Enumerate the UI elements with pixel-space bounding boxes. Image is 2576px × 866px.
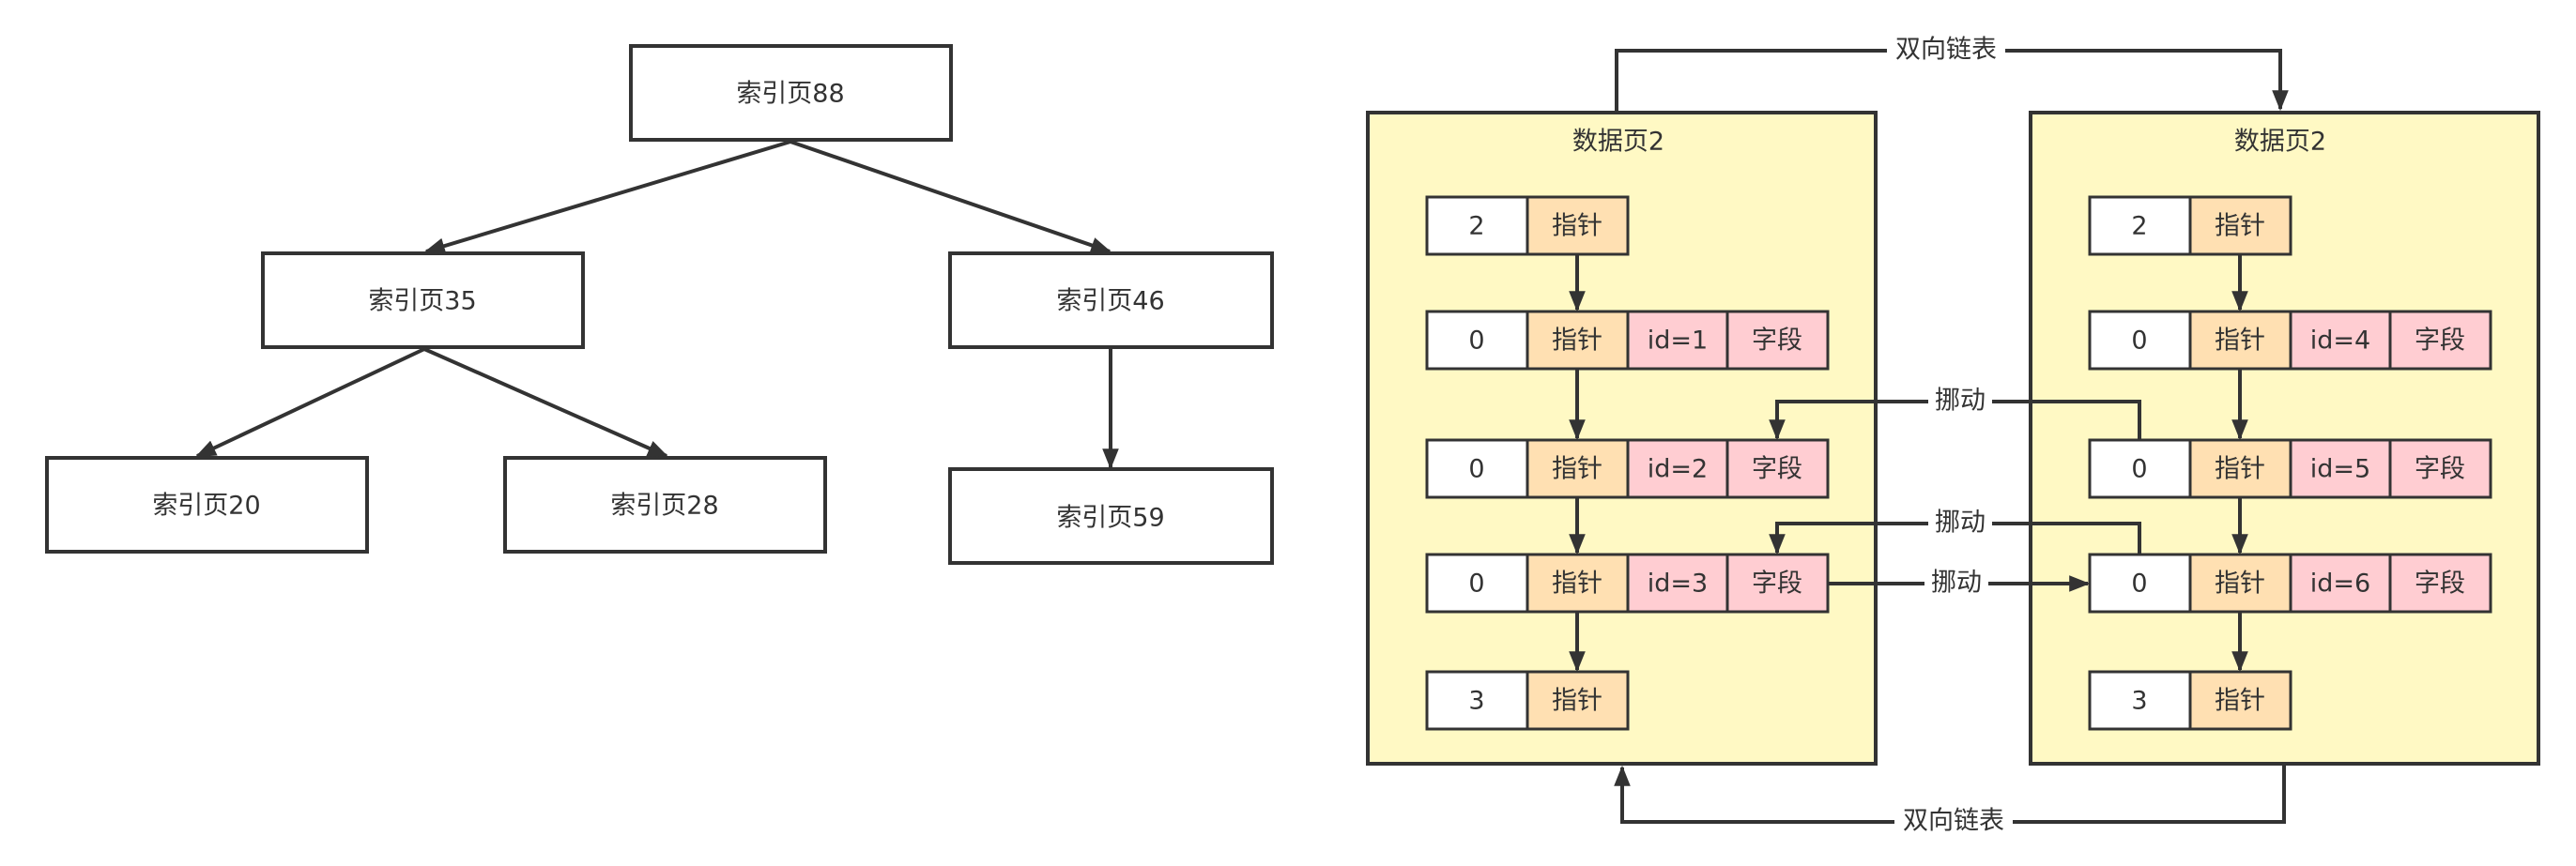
- page-footer-num: [2088, 670, 2192, 731]
- record-pointer-text: 指针: [1552, 570, 1602, 599]
- record-pointer: [1526, 438, 1630, 499]
- record-id-text: id=5: [2310, 455, 2370, 484]
- move-label-1: 挪动: [1935, 387, 1986, 416]
- page-header-num-text: 2: [2131, 212, 2147, 241]
- edge-35-20: [195, 347, 425, 458]
- record-id-text: id=1: [1648, 327, 1708, 356]
- index-label-20: 索引页20: [152, 492, 260, 521]
- page-footer-num-text: 3: [2131, 687, 2147, 716]
- index-tree: [45, 44, 1274, 565]
- record-num-text: 0: [2131, 327, 2147, 356]
- index-node-28[interactable]: [503, 456, 827, 554]
- edge-root-35: [423, 140, 791, 254]
- page-footer-pointer-text: 指针: [2215, 687, 2265, 716]
- record-num: [2088, 438, 2192, 499]
- record-num-text: 0: [1468, 455, 1484, 484]
- record-field-text: 字段: [2415, 327, 2465, 356]
- page-footer-num: [1425, 670, 1529, 731]
- link-label-bg: [1894, 805, 2013, 839]
- record-num: [1425, 310, 1529, 371]
- index-label-46: 索引页46: [1056, 287, 1164, 316]
- index-tree-edges: [195, 140, 1119, 470]
- link-label-bg: [1887, 34, 2005, 68]
- record-id: [1626, 553, 1729, 614]
- record-pointer-text: 指针: [2215, 455, 2265, 484]
- record-id-text: id=3: [1648, 570, 1708, 599]
- index-node-20[interactable]: [45, 456, 369, 554]
- record-field: [1725, 438, 1830, 499]
- move-label-3: 挪动: [1931, 569, 1982, 598]
- page-footer-pointer-text: 指针: [1552, 687, 1602, 716]
- record-pointer-text: 指针: [2215, 327, 2265, 356]
- record-field-text: 字段: [1752, 455, 1802, 484]
- page-header-num: [1425, 195, 1529, 256]
- record-field-text: 字段: [2415, 455, 2465, 484]
- record-field-text: 字段: [1752, 570, 1802, 599]
- record-pointer-text: 指针: [1552, 327, 1602, 356]
- record-id: [2289, 553, 2392, 614]
- page-header-pointer: [1526, 195, 1630, 256]
- index-node-35[interactable]: [261, 251, 585, 349]
- record-num-text: 0: [1468, 570, 1484, 599]
- record-field: [2388, 553, 2492, 614]
- record-num-text: 0: [2131, 455, 2147, 484]
- record-id: [1626, 310, 1729, 371]
- edge-35-28: [423, 347, 669, 458]
- move-label-bg: [1928, 385, 1992, 418]
- index-node-46[interactable]: [948, 251, 1274, 349]
- record-num: [1425, 438, 1529, 499]
- record-field-text: 字段: [1752, 327, 1802, 356]
- index-label-28: 索引页28: [610, 492, 718, 521]
- record-num: [2088, 310, 2192, 371]
- record-field: [1725, 553, 1830, 614]
- record-num: [1425, 553, 1529, 614]
- record-field: [1725, 310, 1830, 371]
- record-pointer-text: 指针: [2215, 570, 2265, 599]
- record-pointer: [1526, 310, 1630, 371]
- record-field: [2388, 310, 2492, 371]
- record-id-text: id=4: [2310, 327, 2370, 356]
- record-id: [2289, 310, 2392, 371]
- index-node-59[interactable]: [948, 467, 1274, 565]
- move-label-bg: [1928, 507, 1992, 540]
- linked-list-top-label: 双向链表: [1895, 36, 1997, 65]
- record-id: [1626, 438, 1729, 499]
- page-header-pointer-text: 指针: [1552, 212, 1602, 241]
- edge-root-46: [790, 140, 1112, 253]
- record-num-text: 0: [2131, 570, 2147, 599]
- data-page-title: 数据页2: [2234, 128, 2326, 157]
- record-field-text: 字段: [2415, 570, 2465, 599]
- page-header-num-text: 2: [1468, 212, 1484, 241]
- record-id-text: id=6: [2310, 570, 2370, 599]
- record-pointer: [2188, 553, 2292, 614]
- index-label-root: 索引页88: [736, 80, 844, 109]
- data-page-title: 数据页2: [1572, 128, 1664, 157]
- record-id-text: id=2: [1648, 455, 1708, 484]
- move-label-bg: [1924, 567, 1988, 600]
- index-node-root[interactable]: [629, 44, 953, 142]
- record-pointer-text: 指针: [1552, 455, 1602, 484]
- linked-list-bottom-label: 双向链表: [1903, 807, 2004, 836]
- index-label-35: 索引页35: [368, 287, 476, 316]
- page-header-pointer-text: 指针: [2215, 212, 2265, 241]
- page-footer-num-text: 3: [1468, 687, 1484, 716]
- index-label-59: 索引页59: [1056, 504, 1164, 533]
- record-field: [2388, 438, 2492, 499]
- record-num-text: 0: [1468, 327, 1484, 356]
- move-label-2: 挪动: [1935, 509, 1986, 538]
